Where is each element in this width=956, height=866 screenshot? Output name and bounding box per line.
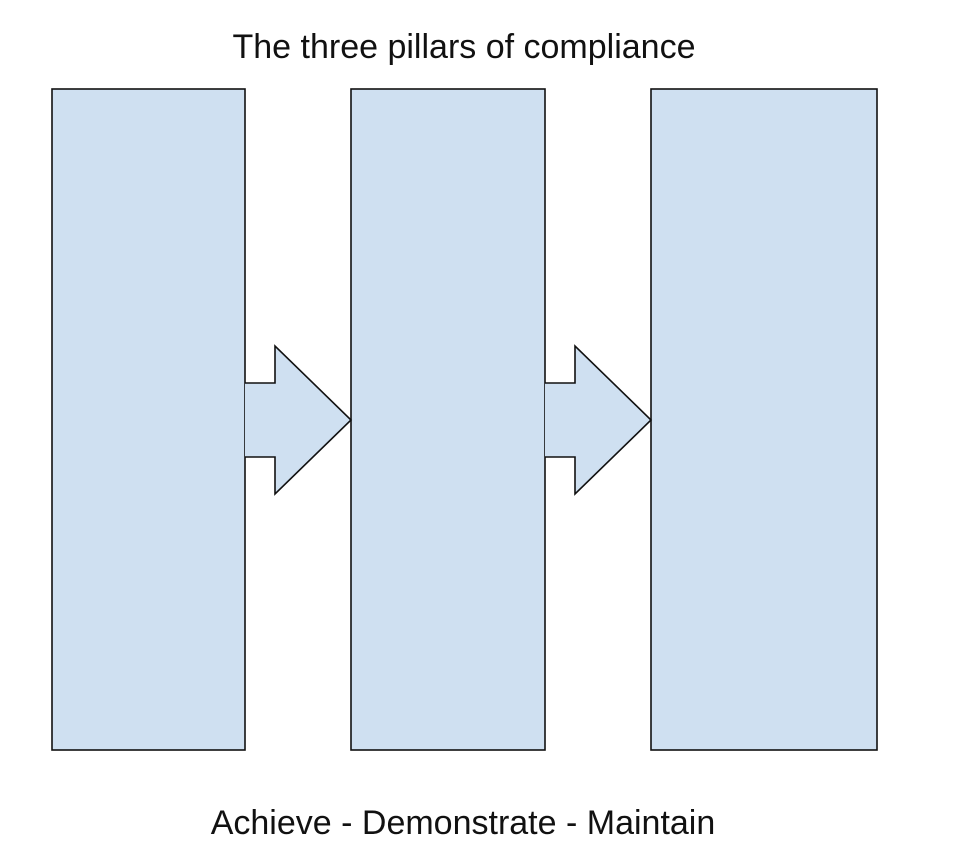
pillar-1: [51, 88, 246, 751]
arrow-2: [545, 344, 653, 496]
diagram-title: The three pillars of compliance: [232, 28, 695, 66]
diagram-caption: Achieve - Demonstrate - Maintain: [211, 804, 716, 842]
pillar-3: [650, 88, 878, 751]
pillar-2: [350, 88, 546, 751]
arrow-1: [245, 344, 353, 496]
diagram-shapes: [51, 88, 878, 751]
